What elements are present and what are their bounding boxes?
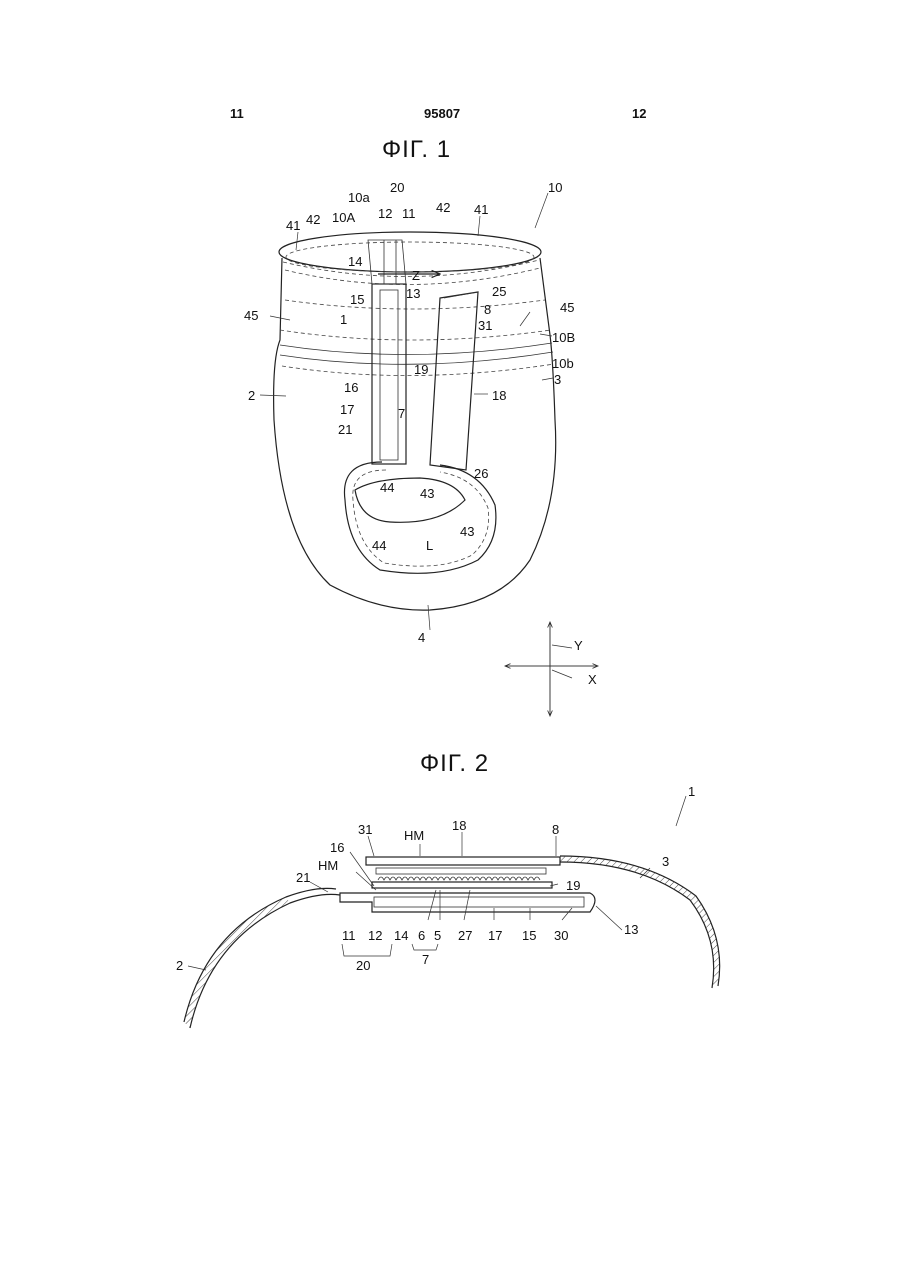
fig1-label: 7 bbox=[398, 406, 405, 421]
figure-1-diaper: 10 20 10a 12 11 42 41 41 42 10A 14 Z 15 … bbox=[244, 180, 598, 716]
fig1-label: 17 bbox=[340, 402, 354, 417]
fig1-label: 3 bbox=[554, 372, 561, 387]
fig1-label: 45 bbox=[244, 308, 258, 323]
fig1-label: 43 bbox=[460, 524, 474, 539]
diaper-body-outline bbox=[274, 258, 556, 610]
fig2-label: 11 bbox=[342, 928, 356, 943]
fig1-label: 4 bbox=[418, 630, 425, 645]
fig1-label: 43 bbox=[420, 486, 434, 501]
fig1-label: 41 bbox=[286, 218, 300, 233]
fig2-label: 12 bbox=[368, 928, 382, 943]
fig2-label: 17 bbox=[488, 928, 502, 943]
fig1-label: 10 bbox=[548, 180, 562, 195]
fig1-label: 1 bbox=[340, 312, 347, 327]
fig2-label: 2 bbox=[176, 958, 183, 973]
fig1-label: 10B bbox=[552, 330, 575, 345]
fig2-label: 27 bbox=[458, 928, 472, 943]
right-tab-strip bbox=[430, 292, 478, 470]
fig2-label: 8 bbox=[552, 822, 559, 837]
inner-leg-gather bbox=[355, 478, 465, 522]
fig2-label: 1 bbox=[688, 784, 695, 799]
fig1-label: 45 bbox=[560, 300, 574, 315]
fig1-label: 26 bbox=[474, 466, 488, 481]
fig1-label: 10A bbox=[332, 210, 355, 225]
fig1-label: 16 bbox=[344, 380, 358, 395]
fig1-label: X bbox=[588, 672, 597, 687]
fig2-label: 21 bbox=[296, 870, 310, 885]
fig2-label: 30 bbox=[554, 928, 568, 943]
upper-tab-layer bbox=[366, 857, 560, 865]
fig1-label: 12 bbox=[378, 206, 392, 221]
fig1-label: 42 bbox=[306, 212, 320, 227]
fig2-label: 7 bbox=[422, 952, 429, 967]
fig1-label: 20 bbox=[390, 180, 404, 195]
fig1-label: 15 bbox=[350, 292, 364, 307]
fig2-label: 14 bbox=[394, 928, 408, 943]
fig1-label: 13 bbox=[406, 286, 420, 301]
fig2-label: HM bbox=[404, 828, 424, 843]
fig1-label: 8 bbox=[484, 302, 491, 317]
fig2-label: 3 bbox=[662, 854, 669, 869]
fig1-label: 44 bbox=[372, 538, 386, 553]
fig2-label: 20 bbox=[356, 958, 370, 973]
fig1-label: 18 bbox=[492, 388, 506, 403]
loop-layer bbox=[372, 882, 552, 888]
fig2-label: 5 bbox=[434, 928, 441, 943]
fig1-label: 44 bbox=[380, 480, 394, 495]
fig1-label: 11 bbox=[402, 206, 416, 221]
left-wall-inner bbox=[184, 888, 336, 1022]
fig1-label: 21 bbox=[338, 422, 352, 437]
fig2-label: HM bbox=[318, 858, 338, 873]
fig2-label: 19 bbox=[566, 878, 580, 893]
fig1-label: Z bbox=[412, 268, 420, 283]
fig1-label: Y bbox=[574, 638, 583, 653]
fig1-label: 10b bbox=[552, 356, 574, 371]
fig1-label: 10a bbox=[348, 190, 370, 205]
fig2-label: 15 bbox=[522, 928, 536, 943]
right-wall-inner bbox=[560, 856, 720, 986]
fig2-label: 16 bbox=[330, 840, 344, 855]
fig1-label: 31 bbox=[478, 318, 492, 333]
fig2-label: 31 bbox=[358, 822, 372, 837]
fig1-label: 2 bbox=[248, 388, 255, 403]
fig1-label: 19 bbox=[414, 362, 428, 377]
fig2-label: 13 bbox=[624, 922, 638, 937]
fig1-label: L bbox=[426, 538, 433, 553]
fig1-label: 41 bbox=[474, 202, 488, 217]
fig1-label: 42 bbox=[436, 200, 450, 215]
hook-elements bbox=[378, 877, 540, 880]
fig1-label: 14 bbox=[348, 254, 362, 269]
waist-opening-outer bbox=[279, 232, 541, 272]
fig2-label: 6 bbox=[418, 928, 425, 943]
fig1-label: 25 bbox=[492, 284, 506, 299]
figure-2-cross-section: 1 31 HM 18 8 3 16 HM 19 21 13 11 12 14 6… bbox=[176, 784, 720, 1028]
fig2-label: 18 bbox=[452, 818, 466, 833]
left-tab-strip bbox=[372, 284, 406, 464]
